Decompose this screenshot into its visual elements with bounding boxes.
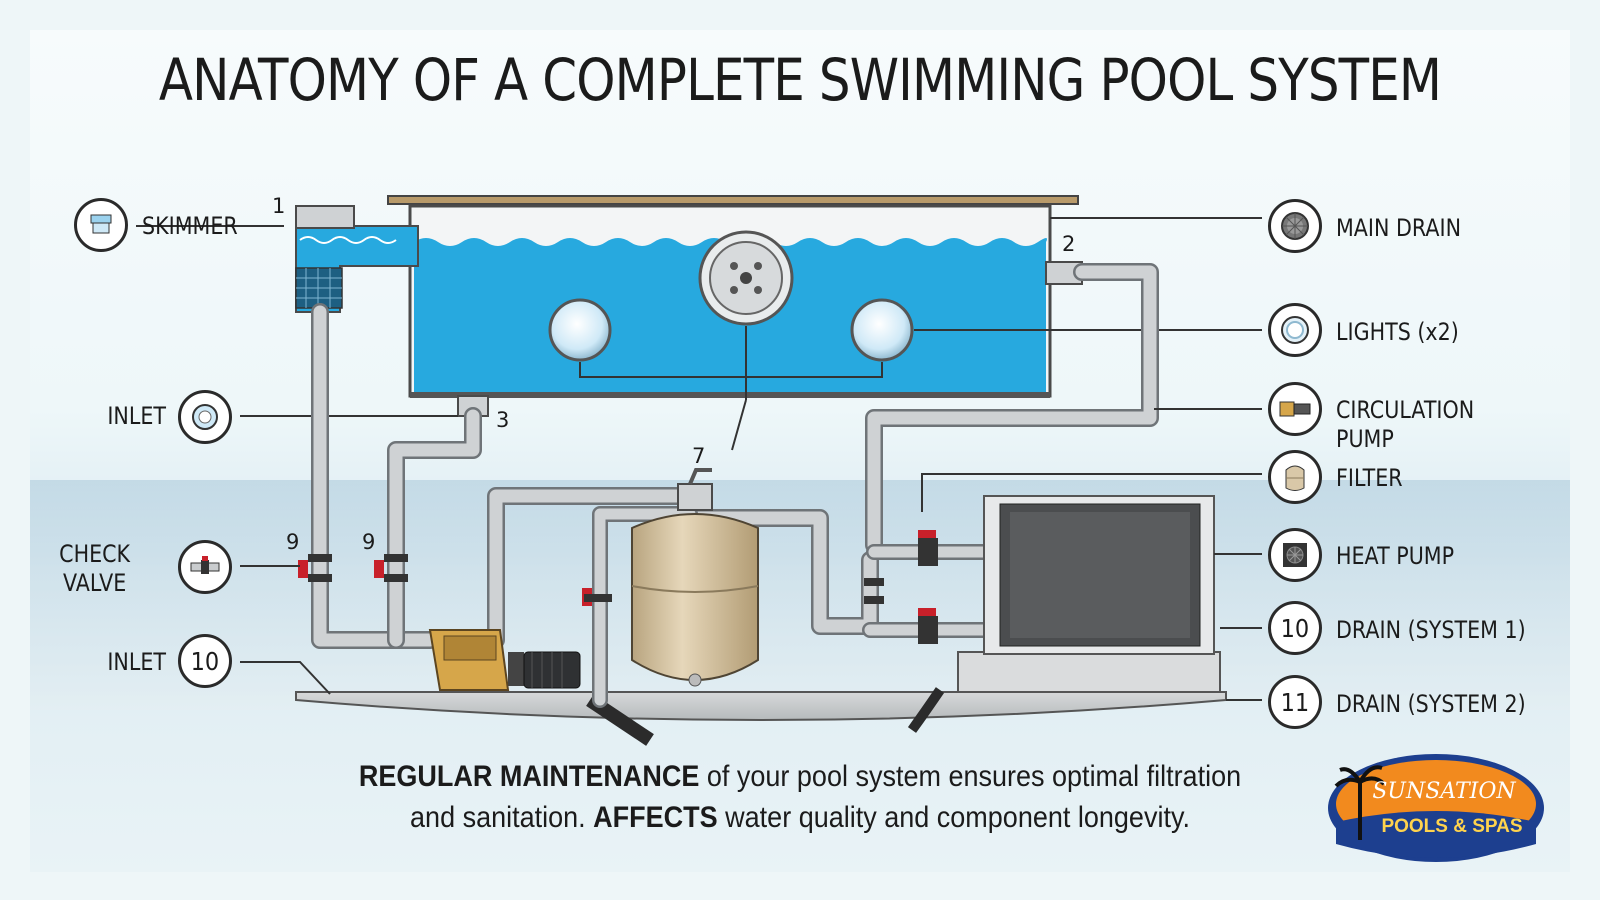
maintenance-note-text-3: water quality and component longevity. <box>717 801 1190 834</box>
sunsation-logo: SUNSATION POOLS & SPAS <box>1328 754 1544 862</box>
check-valve-icon <box>178 540 232 594</box>
page-title: ANATOMY OF A COMPLETE SWIMMING POOL SYST… <box>158 46 1442 114</box>
skimmer-icon <box>74 198 128 252</box>
circulation-pump <box>428 629 581 691</box>
component-label-inlet: INLET <box>107 402 166 430</box>
maintenance-note-bold-1: REGULAR MAINTENANCE <box>358 760 700 793</box>
label-number-check-valve: 9 <box>362 530 376 554</box>
pool-deck <box>387 195 1079 205</box>
drain-system-2-marker: 11 <box>1268 675 1322 729</box>
heat-pump-icon <box>1268 528 1322 582</box>
component-label-heat-pump: HEAT PUMP <box>1336 542 1455 570</box>
filter-icon <box>1268 450 1322 504</box>
check-valves <box>298 530 938 644</box>
infographic-frame <box>30 30 1570 872</box>
inlet-icon <box>178 390 232 444</box>
inlet-10-marker: 10 <box>178 634 232 688</box>
drain-hose <box>907 687 945 733</box>
sand-filter <box>631 468 759 687</box>
component-label-lights: LIGHTS (x2) <box>1336 318 1459 346</box>
pool-light-right <box>850 298 914 362</box>
maintenance-note-text-1: of your pool system ensures optimal filt… <box>699 760 1242 793</box>
maintenance-note-text-2: and sanitation. <box>410 801 594 834</box>
component-label-filter: FILTER <box>1336 464 1403 492</box>
maintenance-note: REGULAR MAINTENANCE of your pool system … <box>332 756 1268 838</box>
label-number-filter-valve: 7 <box>692 444 706 468</box>
leader-lines <box>136 225 1262 701</box>
logo-line-2: POOLS & SPAS <box>1381 816 1522 837</box>
label-number-check-valve: 9 <box>286 530 300 554</box>
component-label-inlet-10: INLET <box>107 648 166 676</box>
label-number-main-drain: 2 <box>1062 232 1076 256</box>
ground-slab <box>295 691 1227 721</box>
drain-system-1-marker: 10 <box>1268 601 1322 655</box>
component-label-drain-system-2: DRAIN (SYSTEM 2) <box>1336 690 1526 718</box>
heat-pump-unit <box>983 495 1215 655</box>
maintenance-note-bold-2: AFFECTS <box>593 801 718 834</box>
pool-light-icon <box>1268 303 1322 357</box>
circulation-pump-icon <box>1268 382 1322 436</box>
component-label-circulation-pump: CIRCULATION PUMP <box>1336 396 1475 453</box>
main-drain-icon <box>1268 199 1322 253</box>
component-label-check-valve: CHECK VALVE <box>59 540 131 597</box>
logo-line-1: SUNSATION <box>1372 779 1516 804</box>
heat-pump-base <box>957 651 1221 693</box>
component-label-main-drain: MAIN DRAIN <box>1336 214 1462 242</box>
component-label-skimmer: SKIMMER <box>142 212 238 240</box>
pool-light-left <box>548 298 612 362</box>
component-label-drain-system-1: DRAIN (SYSTEM 1) <box>1336 616 1526 644</box>
label-number-skimmer: 1 <box>272 194 286 218</box>
label-number-inlet: 3 <box>496 408 510 432</box>
